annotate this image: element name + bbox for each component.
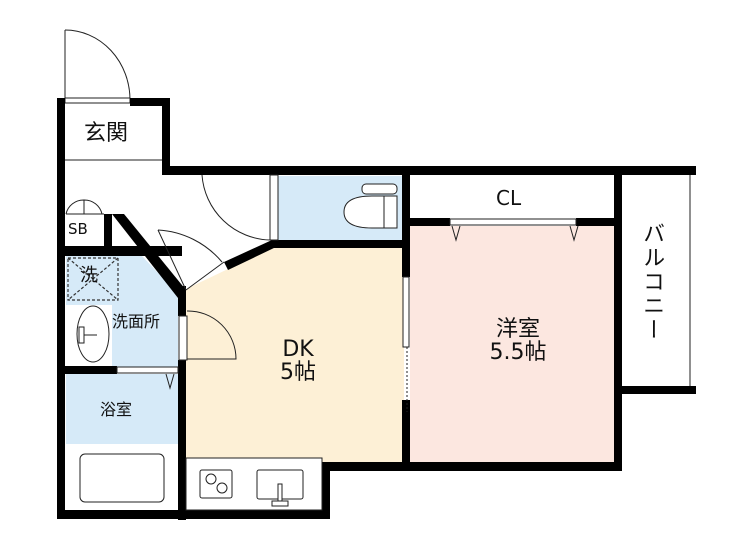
toilet-icon (343, 183, 398, 229)
stove-icon (199, 469, 233, 499)
entrance-door-icon (64, 29, 131, 104)
room-label-western: 洋室 5.5帖 (478, 318, 558, 364)
dk-name: DK (282, 337, 314, 362)
bathtub-icon (66, 444, 178, 510)
room-label-shoe-box: SB (68, 220, 88, 238)
dk-fill (184, 248, 404, 462)
room-label-closet: CL (496, 186, 522, 210)
washbasin-icon (66, 305, 112, 366)
washer-space-icon (67, 257, 119, 301)
room-label-washer: 洗 (80, 265, 98, 286)
room-label-washroom: 洗面所 (112, 312, 161, 331)
room-label-bathroom: 浴室 (100, 400, 133, 419)
western-name: 洋室 (495, 317, 540, 342)
kitchen-sink-icon (256, 469, 304, 507)
dk-size: 5帖 (280, 360, 316, 386)
walls (57, 98, 696, 520)
western-room-fill (410, 226, 618, 466)
bathroom-fill (66, 374, 178, 444)
room-label-dk: DK 5帖 (268, 338, 328, 384)
room-label-balcony: バルコニー (639, 222, 665, 342)
room-label-genkan: 玄関 (84, 121, 129, 146)
western-size: 5.5帖 (489, 340, 547, 366)
